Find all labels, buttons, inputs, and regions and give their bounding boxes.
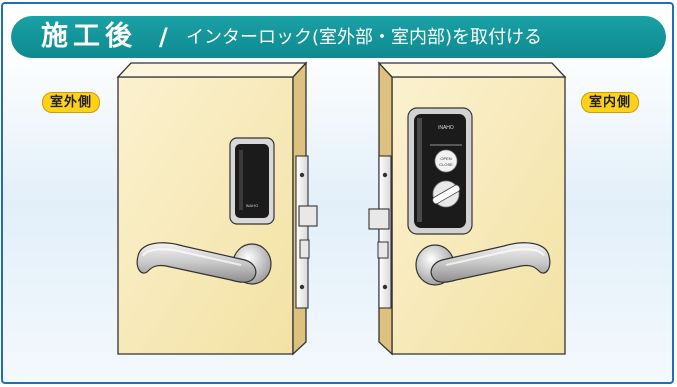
outside-latch-faceplate (295, 155, 309, 309)
thumb-turn-knob (432, 184, 461, 205)
inside-handle-lever (430, 242, 551, 283)
inside-screw-bottom (382, 284, 388, 290)
outside-lever-handle (136, 242, 272, 285)
outside-latch-bolt (299, 239, 310, 259)
outside-screw-bottom (299, 284, 305, 290)
outside-door-top (116, 62, 308, 78)
open-close-button (434, 149, 458, 173)
title-subtitle: インターロック(室外部・室内部)を取付ける (186, 27, 543, 48)
inside-door-top (377, 62, 567, 78)
inside-deadbolt (368, 208, 390, 230)
inside-unit-brand: iNAHO (438, 125, 454, 131)
close-button-label: CLOSE (439, 162, 453, 167)
title-banner: 施工後 / インターロック(室外部・室内部)を取付ける (11, 16, 666, 58)
open-button-label: OPEN (440, 156, 451, 161)
outside-deadbolt (298, 205, 318, 227)
title-separator: / (159, 23, 168, 51)
inside-lever-handle (415, 242, 551, 286)
outside-side-label: 室外側 (42, 92, 101, 113)
inside-side-label: 室内側 (581, 92, 640, 113)
title-main: 施工後 (41, 21, 137, 52)
outside-lock-unit: iNAHO (229, 137, 275, 225)
inside-latch-bolt (377, 241, 389, 259)
inside-lock-unit: iNAHO OPEN CLOSE (407, 107, 473, 235)
inside-latch-faceplate (378, 155, 392, 309)
outside-unit-brand: iNAHO (246, 203, 258, 208)
outside-door (116, 61, 318, 356)
door-lock-illustration: iNAHO iNAHO OPEN (116, 61, 567, 356)
outside-handle-lever (136, 242, 257, 283)
outside-screw-top (299, 172, 305, 178)
outside-unit-panel (235, 144, 269, 218)
inside-screw-top (382, 172, 388, 178)
